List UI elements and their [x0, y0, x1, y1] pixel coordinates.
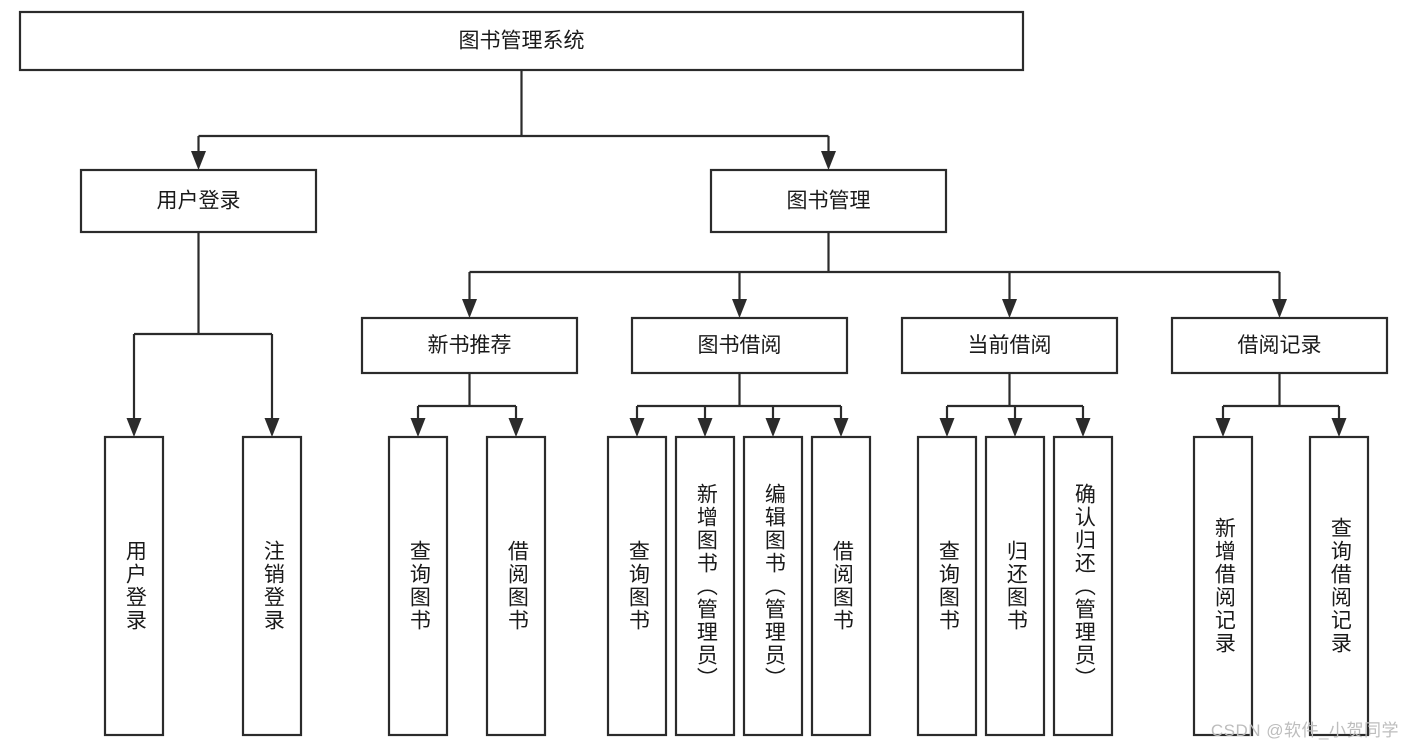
node-box-leaf-query-book-cur[interactable]: [916, 435, 978, 737]
node-label-book-management: 图书管理: [787, 190, 871, 213]
arrow-head-icon-leaf-query-book-new: [410, 418, 426, 437]
node-box-leaf-return-book[interactable]: [984, 435, 1046, 737]
arrow-head-icon-leaf-query-book-bor: [629, 418, 645, 437]
arrow-head-icon-leaf-edit-book-admin: [765, 418, 781, 437]
node-box-leaf-query-book-new[interactable]: [387, 435, 449, 737]
node-box-leaf-query-book-bor[interactable]: [606, 435, 668, 737]
node-box-leaf-borrow-book-new[interactable]: [485, 435, 547, 737]
node-box-book-borrow[interactable]: [630, 316, 849, 375]
node-box-book-management[interactable]: [709, 168, 948, 234]
node-label-root: 图书管理系统: [459, 30, 585, 53]
arrow-head-icon-book-management: [821, 151, 836, 170]
arrow-head-icon-leaf-confirm-return: [1075, 418, 1091, 437]
node-label-borrow-record: 借阅记录: [1238, 334, 1322, 357]
node-label-current-borrow: 当前借阅: [968, 334, 1052, 357]
arrow-head-icon-leaf-user-login: [126, 418, 142, 437]
node-label-new-book-recommend: 新书推荐: [428, 334, 512, 357]
connector-lines: [126, 70, 1347, 437]
arrow-head-icon-user-login: [191, 151, 206, 170]
node-boxes: [18, 10, 1389, 737]
arrow-head-icon-borrow-record: [1272, 299, 1287, 318]
node-box-leaf-confirm-return[interactable]: [1052, 435, 1114, 737]
arrow-head-icon-leaf-return-book: [1007, 418, 1023, 437]
node-box-leaf-user-logout[interactable]: [241, 435, 303, 737]
node-label-book-borrow: 图书借阅: [698, 334, 782, 357]
node-box-leaf-add-borrow-rec[interactable]: [1192, 435, 1254, 737]
node-box-leaf-edit-book-admin[interactable]: [742, 435, 804, 737]
arrow-head-icon-leaf-user-logout: [264, 418, 280, 437]
node-box-leaf-user-login[interactable]: [103, 435, 165, 737]
node-box-current-borrow[interactable]: [900, 316, 1119, 375]
arrow-head-icon-current-borrow: [1002, 299, 1017, 318]
node-box-borrow-record[interactable]: [1170, 316, 1389, 375]
arrow-head-icon-leaf-query-borrow-rec: [1331, 418, 1347, 437]
arrow-head-icon-new-book-recommend: [462, 299, 477, 318]
arrow-head-icon-leaf-add-borrow-rec: [1215, 418, 1231, 437]
arrow-head-icon-leaf-borrow-book-bor: [833, 418, 849, 437]
node-box-leaf-query-borrow-rec[interactable]: [1308, 435, 1370, 737]
arrow-head-icon-leaf-query-book-cur: [939, 418, 955, 437]
node-box-user-login[interactable]: [79, 168, 318, 234]
node-box-new-book-recommend[interactable]: [360, 316, 579, 375]
arrow-head-icon-book-borrow: [732, 299, 747, 318]
node-box-leaf-borrow-book-bor[interactable]: [810, 435, 872, 737]
node-box-root[interactable]: [18, 10, 1025, 72]
node-box-leaf-add-book-admin[interactable]: [674, 435, 736, 737]
node-label-user-login: 用户登录: [157, 190, 241, 213]
arrow-head-icon-leaf-borrow-book-new: [508, 418, 524, 437]
arrow-head-icon-leaf-add-book-admin: [697, 418, 713, 437]
